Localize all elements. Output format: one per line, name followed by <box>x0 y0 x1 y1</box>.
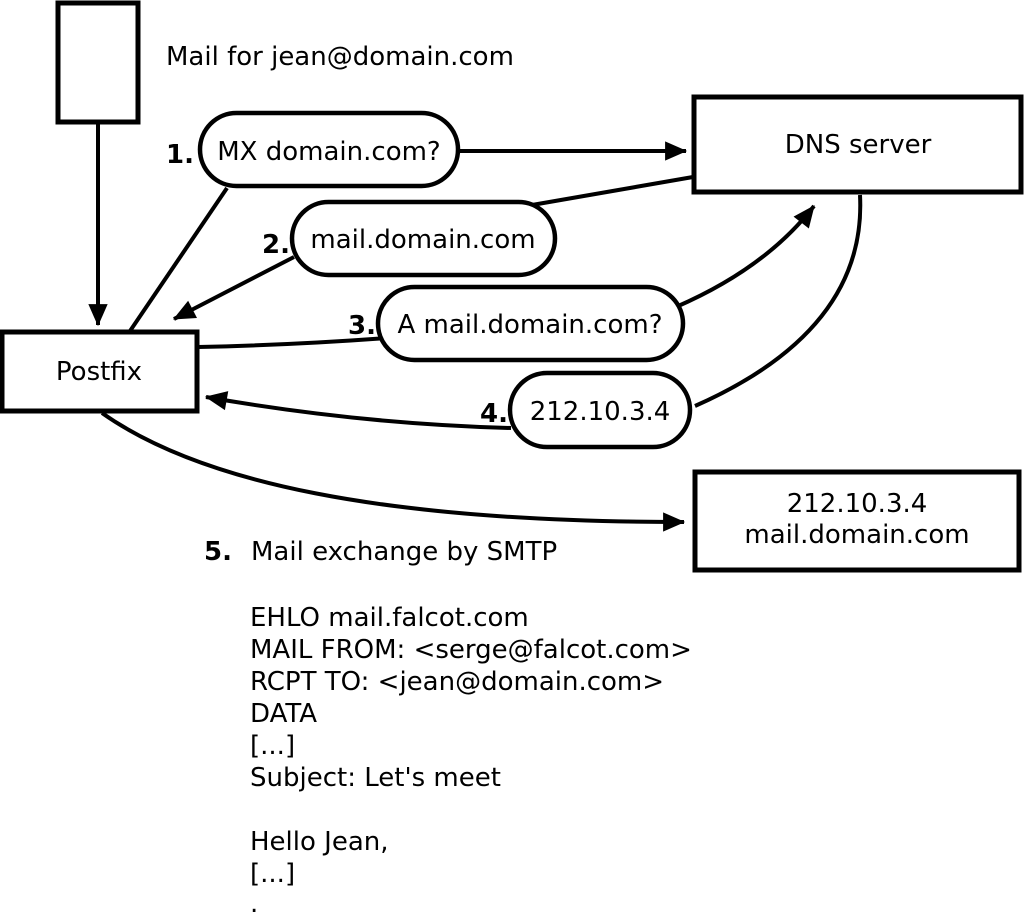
connector-postfix-to-step1 <box>128 186 229 333</box>
smtp-line: Subject: Let's meet <box>250 763 501 793</box>
smtp-line: [...] <box>250 859 295 889</box>
step-3-pill <box>375 284 686 363</box>
step-4-number: 4. <box>480 399 508 429</box>
envelope-icon <box>55 0 141 125</box>
connector-dns-to-step2 <box>531 175 694 207</box>
arrow-step2-to-postfix <box>173 255 295 321</box>
smtp-line: DATA <box>250 699 317 729</box>
step-2-message-bubble: mail.domain.com <box>289 199 558 278</box>
step-5-number: 5. <box>204 537 232 567</box>
step-1-pill <box>197 110 461 189</box>
smtp-line: Hello Jean, <box>250 827 389 857</box>
step-3-message-bubble: A mail.domain.com? <box>375 284 686 363</box>
postfix-box <box>0 329 200 414</box>
step-1-label: MX domain.com? <box>217 137 440 167</box>
dns-server-label: DNS server <box>785 130 932 160</box>
dns-server-node: DNS server <box>691 94 1024 195</box>
mail-server-node: 212.10.3.4 mail.domain.com <box>692 469 1022 573</box>
step-5-label: Mail exchange by SMTP <box>251 537 557 567</box>
step-1-message-bubble: MX domain.com? <box>197 110 461 189</box>
arrow-postfix-to-mailserver <box>100 411 686 532</box>
smtp-line: MAIL FROM: <serge@falcot.com> <box>250 635 692 665</box>
postfix-node: Postfix <box>0 329 200 414</box>
arrow-step3-to-dns <box>675 204 816 309</box>
mail-server-ip: 212.10.3.4 <box>787 489 928 519</box>
step-4-pill <box>507 370 693 450</box>
mail-server-box <box>692 469 1022 573</box>
smtp-line: . <box>250 889 258 919</box>
step-3-number: 3. <box>348 311 376 341</box>
postfix-label: Postfix <box>56 357 142 387</box>
diagram-title: Mail for jean@domain.com <box>166 42 514 72</box>
smtp-line: [...] <box>250 731 295 761</box>
smtp-session-transcript: EHLO mail.falcot.com MAIL FROM: <serge@f… <box>250 603 692 919</box>
connectors <box>88 124 863 532</box>
connector-dns-to-step4 <box>694 194 863 408</box>
step-3-label: A mail.domain.com? <box>398 310 663 340</box>
step-2-number: 2. <box>262 230 290 260</box>
dns-server-box <box>691 94 1024 195</box>
step-4-label: 212.10.3.4 <box>530 397 671 427</box>
connector-postfix-to-step3 <box>197 336 388 349</box>
step-2-pill <box>289 199 558 278</box>
step-1-number: 1. <box>166 140 194 170</box>
smtp-line: EHLO mail.falcot.com <box>250 603 529 633</box>
mail-server-hostname: mail.domain.com <box>744 520 969 550</box>
smtp-line: RCPT TO: <jean@domain.com> <box>250 667 664 697</box>
step-4-message-bubble: 212.10.3.4 <box>507 370 693 450</box>
step-2-label: mail.domain.com <box>310 225 535 255</box>
arrow-step4-to-postfix <box>204 391 512 430</box>
